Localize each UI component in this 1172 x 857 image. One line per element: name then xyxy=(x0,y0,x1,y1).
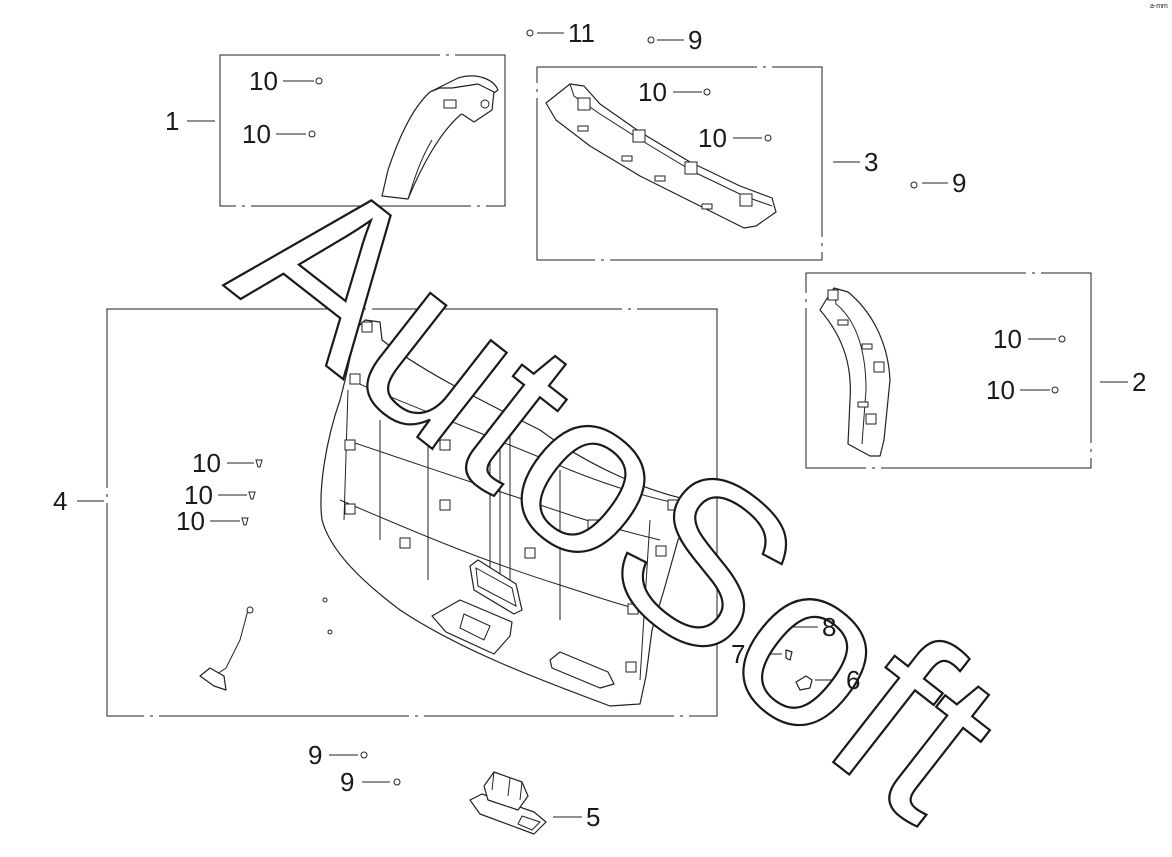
callout-10-h: 10 xyxy=(184,480,213,510)
part-1-drawing xyxy=(381,75,499,200)
fastener-glyphs xyxy=(241,29,1066,786)
box-part-1 xyxy=(219,54,506,207)
callout-6: 6 xyxy=(846,665,860,695)
part-4-drawing xyxy=(199,319,695,707)
callout-10-g: 10 xyxy=(192,448,221,478)
callout-7: 7 xyxy=(731,639,745,669)
callout-10-e: 10 xyxy=(993,324,1022,354)
callout-9-bottom-b: 9 xyxy=(340,767,354,797)
callout-10-d: 10 xyxy=(698,123,727,153)
callout-9-right: 9 xyxy=(952,168,966,198)
part-5-drawing xyxy=(469,771,547,835)
callout-10-a: 10 xyxy=(249,66,278,96)
box-part-2 xyxy=(805,272,1092,469)
part-8-drawing xyxy=(782,622,792,632)
corner-mark: a-mm xyxy=(1150,3,1168,10)
part-6-drawing xyxy=(795,675,813,691)
callout-3: 3 xyxy=(864,147,878,177)
box-part-3 xyxy=(536,66,823,261)
callout-10-c: 10 xyxy=(638,77,667,107)
callout-11: 11 xyxy=(568,18,595,48)
part-7-drawing xyxy=(785,649,793,661)
part-3-drawing xyxy=(545,83,777,229)
callout-labels: 11 9 10 10 1 10 10 3 9 10 10 2 4 10 10 1… xyxy=(53,18,1146,832)
callout-10-i: 10 xyxy=(176,506,205,536)
callout-10-f: 10 xyxy=(986,375,1015,405)
callout-9-bottom-a: 9 xyxy=(308,740,322,770)
callout-1: 1 xyxy=(165,106,179,136)
callout-9-top: 9 xyxy=(688,25,702,55)
callout-10-b: 10 xyxy=(242,119,271,149)
part-4-fasteners xyxy=(344,321,679,673)
part-2-drawing xyxy=(819,287,891,457)
leader-lines xyxy=(77,32,1128,818)
callout-5: 5 xyxy=(586,802,600,832)
callout-4: 4 xyxy=(53,486,67,516)
box-part-4 xyxy=(106,308,718,717)
callout-2: 2 xyxy=(1132,367,1146,397)
callout-8: 8 xyxy=(822,612,836,642)
